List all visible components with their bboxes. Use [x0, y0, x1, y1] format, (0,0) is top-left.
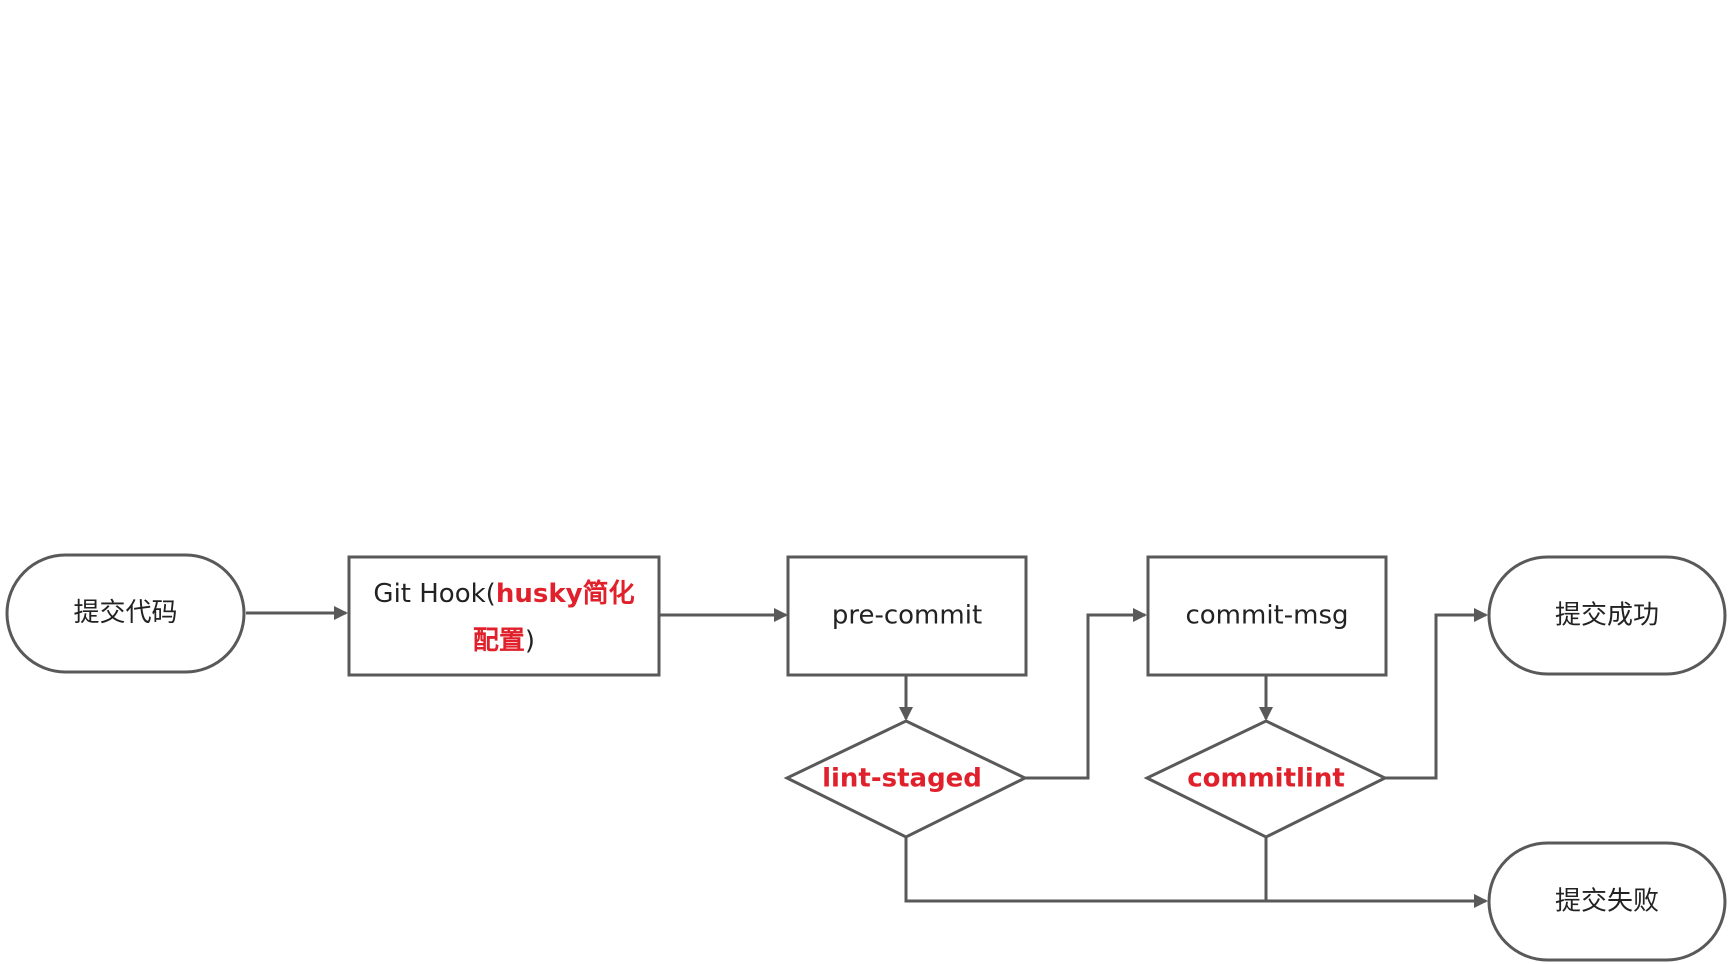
decision-shape	[1143, 719, 1389, 839]
terminator-shape	[1487, 555, 1727, 676]
node-githook-label-line2: 配置)	[473, 626, 535, 656]
node-submit-label: 提交代码	[73, 598, 177, 628]
githook-suffix: )	[525, 626, 535, 656]
terminator-shape	[1487, 841, 1727, 962]
node-commitmsg: commit-msg	[1146, 555, 1388, 677]
node-failure: 提交失败	[1487, 841, 1727, 962]
node-failure-label: 提交失败	[1555, 887, 1659, 917]
node-precommit: pre-commit	[786, 555, 1028, 677]
node-success: 提交成功	[1487, 555, 1727, 676]
terminator-shape	[5, 553, 246, 674]
edge-lintstaged-to-commitmsg	[1025, 608, 1147, 780]
process-shape	[347, 555, 661, 677]
githook-highlight-2: 配置	[473, 626, 525, 656]
edges	[246, 606, 1488, 908]
node-lintstaged: lint-staged	[783, 719, 1029, 839]
node-commitmsg-label: commit-msg	[1185, 601, 1348, 631]
node-githook: Git Hook(husky简化 配置)	[347, 555, 661, 677]
process-shape	[1146, 555, 1388, 677]
githook-highlight-1: husky简化	[496, 578, 635, 609]
node-commitlint: commitlint	[1143, 719, 1389, 839]
decision-shape	[783, 719, 1029, 839]
process-shape	[786, 555, 1028, 677]
edge-commitlint-to-success	[1385, 608, 1488, 780]
node-submit: 提交代码	[5, 553, 246, 674]
node-lintstaged-label: lint-staged	[822, 764, 982, 794]
githook-prefix: Git Hook(	[373, 579, 495, 609]
node-success-label: 提交成功	[1555, 601, 1659, 631]
node-commitlint-label: commitlint	[1187, 764, 1345, 794]
node-precommit-label: pre-commit	[832, 601, 982, 631]
edge-lintstaged-to-failure	[904, 837, 1488, 908]
node-githook-label-line1: Git Hook(husky简化	[373, 578, 634, 609]
